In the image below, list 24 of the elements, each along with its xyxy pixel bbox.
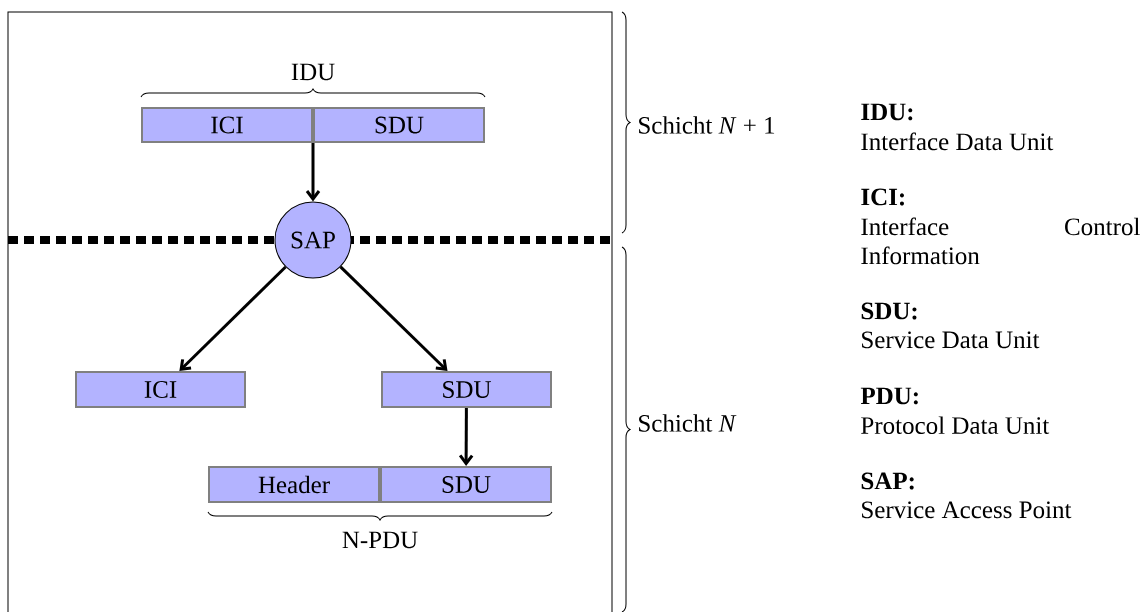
arrow — [179, 265, 287, 371]
data-unit-box: ICI — [141, 107, 313, 143]
term: SDU: — [861, 302, 917, 320]
arrow — [458, 408, 474, 466]
data-unit-box: SDU — [380, 466, 552, 503]
definition: Protocol Data Unit — [861, 416, 1050, 434]
arrow — [305, 143, 321, 202]
definition: Interface Control Information — [861, 217, 1140, 265]
term: PDU: — [860, 387, 918, 405]
term: SAP: — [861, 472, 914, 490]
layer-label: Schicht N — [639, 414, 737, 432]
brace-label: N-PDU — [342, 531, 418, 549]
term: ICI: — [861, 188, 904, 206]
definition: Service Data Unit — [862, 331, 1040, 349]
definition: Interface Data Unit — [861, 132, 1054, 151]
brace-label: IDU — [291, 63, 335, 81]
layer-label: Schicht N + 1 — [639, 116, 775, 134]
data-unit-box: SDU — [381, 371, 552, 408]
term: IDU: — [861, 103, 913, 121]
arrow — [339, 265, 448, 371]
data-unit-box: Header — [208, 466, 380, 503]
data-unit-box: ICI — [75, 371, 246, 408]
definition: Service Access Point — [862, 501, 1072, 519]
data-unit-box: SDU — [313, 107, 485, 143]
